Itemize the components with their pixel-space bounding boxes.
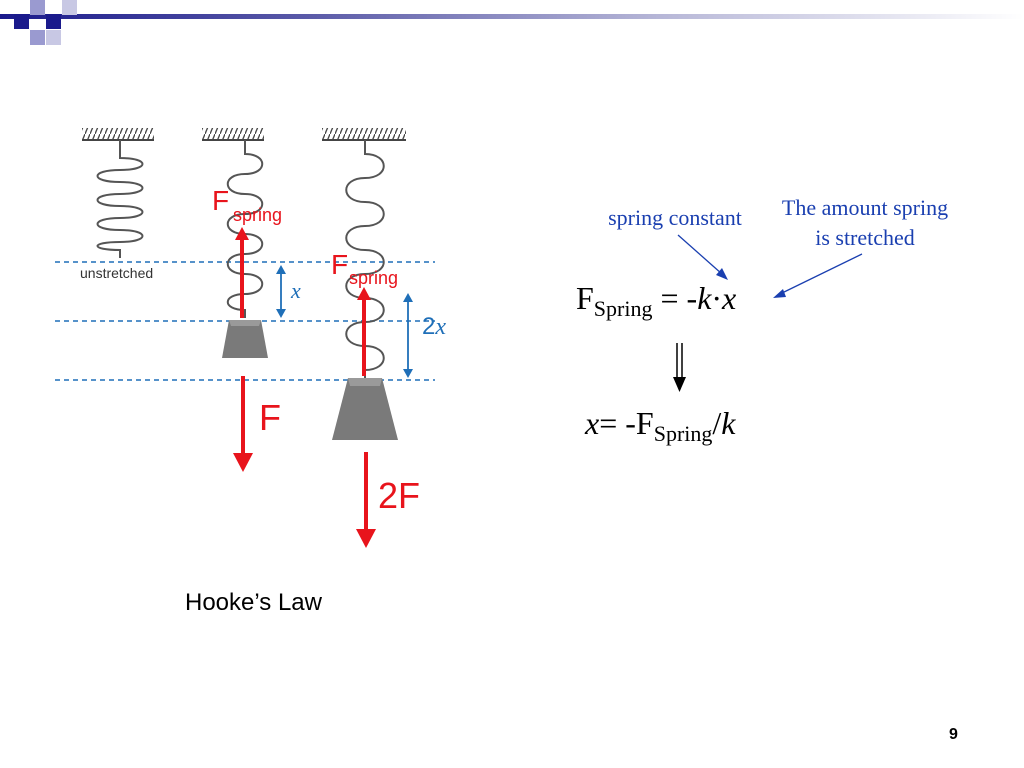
annotation-amount-line2: is stretched: [815, 225, 915, 250]
applied-force-arrow-F: [233, 376, 253, 472]
implies-arrow: [673, 343, 686, 392]
eq1-lhs: F: [576, 280, 594, 316]
spring-force-arrow-2: [357, 287, 371, 376]
annotation-amount-line1: The amount spring: [781, 195, 949, 220]
header-square-5: [30, 30, 45, 45]
eq1-dot: ·: [711, 280, 723, 316]
eq1-x: x: [722, 280, 737, 316]
header-square-1: [14, 14, 29, 29]
eq1-lhs-sub: Spring: [593, 296, 653, 321]
mass-small-top: [229, 320, 261, 326]
label-2x: 2x: [422, 313, 446, 340]
spring-stretched-2x: [345, 140, 385, 378]
eq2-x: x: [585, 405, 600, 441]
label-force-2F: 2F: [378, 475, 420, 516]
equation-solved-x: x= -FSpring/k: [585, 405, 735, 447]
header-gradient-bar: [0, 14, 1024, 19]
arrow-to-k: [677, 234, 728, 280]
caption-hookes-law: Hooke’s Law: [185, 589, 322, 616]
page-number: 9: [949, 726, 958, 743]
hookes-law-diagram: unstretched F spring F spring F 2F x: [55, 128, 446, 548]
annotation-spring-constant: spring constant: [608, 205, 742, 230]
eq2-slash: /: [712, 405, 722, 441]
mass-small: [222, 320, 268, 358]
spring-force-arrow-1: [235, 227, 249, 318]
arrow-to-x: [773, 253, 863, 298]
header-square-3: [46, 14, 61, 29]
header-square-2: [30, 0, 45, 15]
label-f-spring-2: F: [331, 249, 348, 280]
header-square-4: [62, 0, 77, 15]
measure-x-arrow: [276, 265, 286, 318]
measure-2x-arrow: [403, 293, 413, 378]
eq2-equals: = -F: [599, 405, 654, 441]
ceiling-2: [202, 128, 264, 141]
equation-hookes-law: FSpring = -k·x: [576, 280, 736, 322]
label-f-spring-1: F: [212, 185, 229, 216]
label-unstretched: unstretched: [80, 265, 153, 281]
label-f-spring-1-sub: spring: [233, 205, 282, 225]
label-force-F: F: [259, 397, 281, 438]
applied-force-arrow-2F: [356, 452, 376, 548]
annotation-amount-stretched: The amount spring is stretched: [760, 193, 970, 253]
label-f-spring-2-sub: spring: [349, 268, 398, 288]
spring-unstretched: [96, 140, 144, 258]
header-square-6: [46, 30, 61, 45]
eq1-k: k: [697, 280, 712, 316]
eq1-equals: = -: [652, 280, 698, 316]
mass-large: [332, 378, 398, 440]
label-x: x: [290, 278, 301, 303]
ceiling-1: [82, 128, 154, 141]
eq2-k: k: [721, 405, 736, 441]
mass-large-top: [348, 378, 382, 386]
eq2-sub: Spring: [653, 421, 713, 446]
